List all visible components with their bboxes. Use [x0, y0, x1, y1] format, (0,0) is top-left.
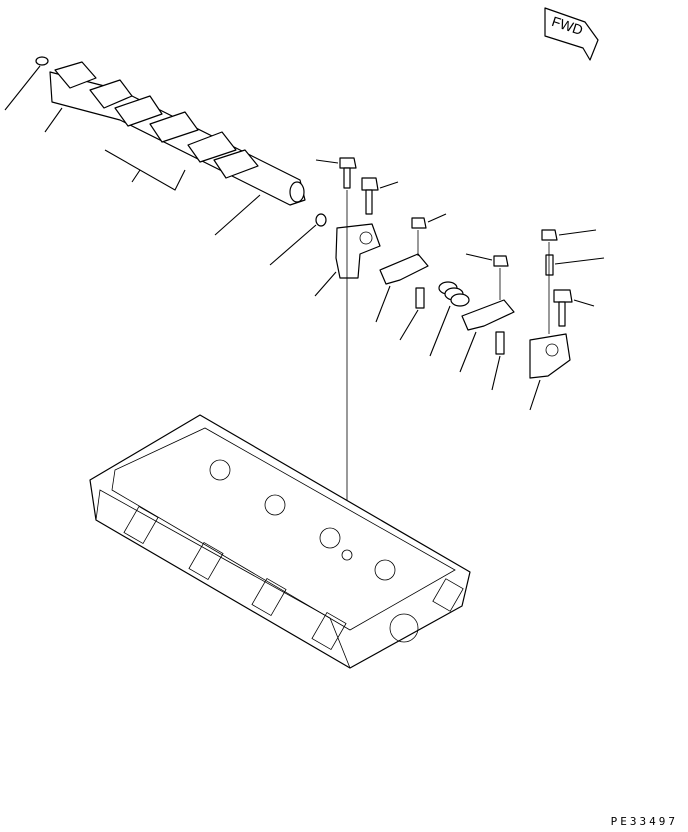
- bolt-1: [315, 157, 357, 189]
- rocker-arm-2: [459, 299, 515, 373]
- nut-3: [541, 229, 597, 241]
- nut-2: [465, 253, 509, 267]
- leader-lines-left: [4, 65, 317, 266]
- adjusting-screw-2: [491, 331, 505, 391]
- shaft-plug: [315, 213, 327, 227]
- rocker-shaft-assembly: [35, 56, 306, 206]
- rocker-arm-1: [375, 253, 429, 323]
- alignment-lines: [346, 190, 550, 555]
- stud: [545, 254, 605, 276]
- drawing-code: PE33497: [610, 815, 678, 828]
- rocker-support-end: [529, 333, 571, 411]
- nut-1: [411, 213, 447, 229]
- cylinder-head: [89, 414, 471, 669]
- adjusting-screw-1: [399, 287, 425, 341]
- bolt-2: [361, 177, 399, 215]
- spring: [429, 281, 470, 357]
- rocker-bracket: [314, 223, 381, 297]
- fwd-arrow-icon: FWD: [544, 7, 599, 61]
- bolt-3: [553, 289, 595, 327]
